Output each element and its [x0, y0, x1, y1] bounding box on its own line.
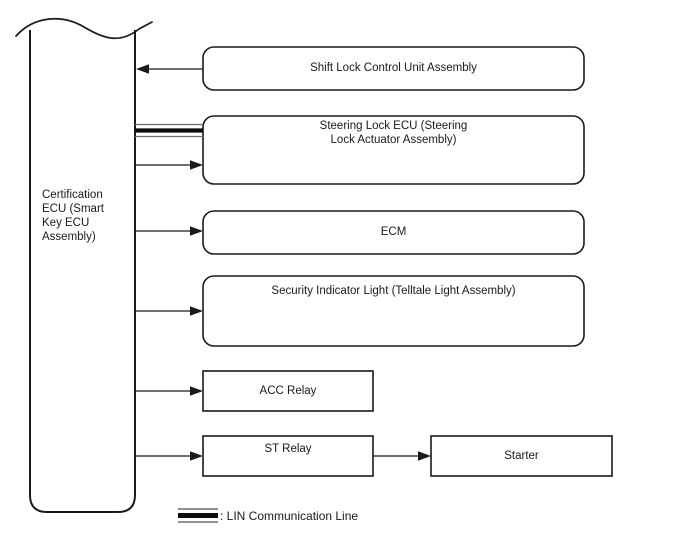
connector-lin-ecu-to-steering-lock [135, 123, 203, 138]
ecm-box [202, 210, 585, 255]
shift-lock-control-unit-box [202, 46, 585, 91]
starter-box [430, 435, 613, 477]
connector-st-relay-to-starter [373, 451, 431, 461]
connector-ecu-to-security-indicator [135, 306, 203, 316]
connector-ecu-to-st-relay [135, 451, 203, 461]
certification-ecu-box [14, 0, 164, 513]
certification-ecu-label: Certification ECU (Smart Key ECU Assembl… [42, 189, 104, 243]
steering-lock-ecu-box [202, 115, 585, 185]
security-indicator-light-box [202, 275, 585, 347]
connector-shift-lock-to-ecu [136, 64, 203, 74]
legend-label: : LIN Communication Line [220, 509, 359, 523]
st-relay-box [202, 435, 374, 477]
connector-ecu-to-steering-lock [135, 160, 203, 170]
connector-ecu-to-acc-relay [135, 386, 203, 396]
acc-relay-box [202, 370, 374, 412]
connector-ecu-to-ecm [135, 226, 203, 236]
lin-line-symbol [178, 508, 218, 523]
